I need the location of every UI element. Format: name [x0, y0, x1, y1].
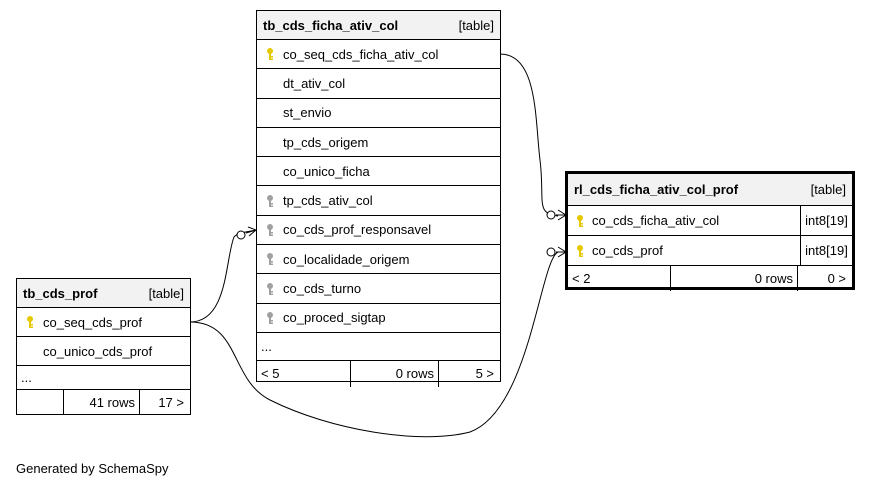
column-row[interactable]: co_cds_prof_responsavel [257, 215, 500, 246]
column-name: co_unico_ficha [283, 163, 370, 179]
table-header: rl_cds_ficha_ativ_col_prof [table] [568, 174, 852, 206]
column-row[interactable]: co_proced_sigtap [257, 303, 500, 333]
children-count[interactable]: 17 > [158, 394, 184, 410]
table-header: tb_cds_prof [table] [17, 279, 190, 308]
optional-end-marker [546, 247, 556, 257]
primary-key-icon [568, 244, 592, 258]
column-row[interactable]: tp_cds_origem [257, 127, 500, 158]
column-row[interactable]: co_seq_cds_prof [17, 308, 190, 337]
column-row[interactable]: co_cds_turno [257, 274, 500, 304]
table-tb-cds-prof[interactable]: tb_cds_prof [table] co_seq_cds_prof co_un… [16, 278, 191, 415]
primary-key-icon [17, 315, 43, 329]
column-name: co_seq_cds_prof [43, 314, 143, 330]
foreign-key-icon [257, 282, 283, 296]
column-row[interactable]: co_localidade_origem [257, 245, 500, 275]
table-rl-cds-ficha-ativ-col-prof[interactable]: rl_cds_ficha_ativ_col_prof [table] co_cd… [565, 171, 855, 291]
generated-by-credit: Generated by SchemaSpy [16, 461, 169, 476]
table-type-tag: [table] [810, 182, 846, 197]
table-header: tb_cds_ficha_ativ_col [table] [257, 11, 500, 40]
column-name: st_envio [283, 105, 332, 121]
table-name: tb_cds_ficha_ativ_col [263, 17, 399, 33]
primary-key-icon [568, 214, 592, 228]
optional-end-marker [236, 230, 246, 240]
table-footer: < 5 0 rows 5 > [257, 360, 500, 387]
column-name: co_cds_prof_responsavel [283, 222, 432, 238]
column-row[interactable]: co_cds_prof int8[19] [568, 236, 852, 266]
foreign-key-icon [257, 252, 283, 266]
table-type-tag: [table] [458, 17, 494, 33]
column-name: co_unico_cds_prof [43, 343, 153, 359]
table-footer: 41 rows 17 > [17, 390, 190, 414]
column-row[interactable]: co_cds_ficha_ativ_col int8[19] [568, 206, 852, 236]
column-name: tp_cds_ativ_col [283, 193, 373, 209]
ellipsis-row: ... [257, 333, 500, 361]
column-type: int8[19] [800, 236, 852, 265]
column-name: co_cds_turno [283, 281, 362, 297]
foreign-key-icon [257, 194, 283, 208]
row-count: 41 rows [64, 390, 140, 414]
column-name: co_localidade_origem [283, 251, 410, 267]
row-count: 0 rows [671, 266, 798, 291]
foreign-key-icon [257, 311, 283, 325]
column-row[interactable]: co_seq_cds_ficha_ativ_col [257, 40, 500, 70]
table-footer: < 2 0 rows 0 > [568, 266, 852, 291]
primary-key-icon [257, 47, 283, 61]
foreign-key-icon [257, 223, 283, 237]
table-type-tag: [table] [148, 285, 184, 301]
ellipsis-row: ... [17, 366, 190, 390]
column-row[interactable]: tp_cds_ativ_col [257, 186, 500, 216]
table-name: tb_cds_prof [23, 285, 98, 301]
table-name: rl_cds_ficha_ativ_col_prof [574, 182, 739, 197]
parents-count[interactable]: < 5 [257, 360, 351, 387]
column-name: dt_ativ_col [283, 75, 346, 91]
parents-count[interactable] [17, 390, 64, 414]
column-row[interactable]: co_unico_ficha [257, 157, 500, 187]
column-name: tp_cds_origem [283, 134, 369, 150]
column-name: co_proced_sigtap [283, 310, 386, 326]
column-name: co_cds_prof [592, 243, 663, 258]
column-row[interactable]: st_envio [257, 98, 500, 128]
children-count[interactable]: 5 > [475, 366, 494, 382]
column-name: co_cds_ficha_ativ_col [592, 213, 720, 228]
row-count: 0 rows [351, 360, 439, 387]
column-row[interactable]: dt_ativ_col [257, 69, 500, 99]
children-count[interactable]: 0 > [827, 271, 846, 286]
table-tb-cds-ficha-ativ-col[interactable]: tb_cds_ficha_ativ_col [table] co_seq_cds… [256, 10, 501, 387]
optional-end-marker [546, 210, 556, 220]
parents-count[interactable]: < 2 [568, 266, 671, 291]
column-name: co_seq_cds_ficha_ativ_col [283, 46, 439, 62]
column-row[interactable]: co_unico_cds_prof [17, 337, 190, 366]
column-type: int8[19] [800, 206, 852, 235]
